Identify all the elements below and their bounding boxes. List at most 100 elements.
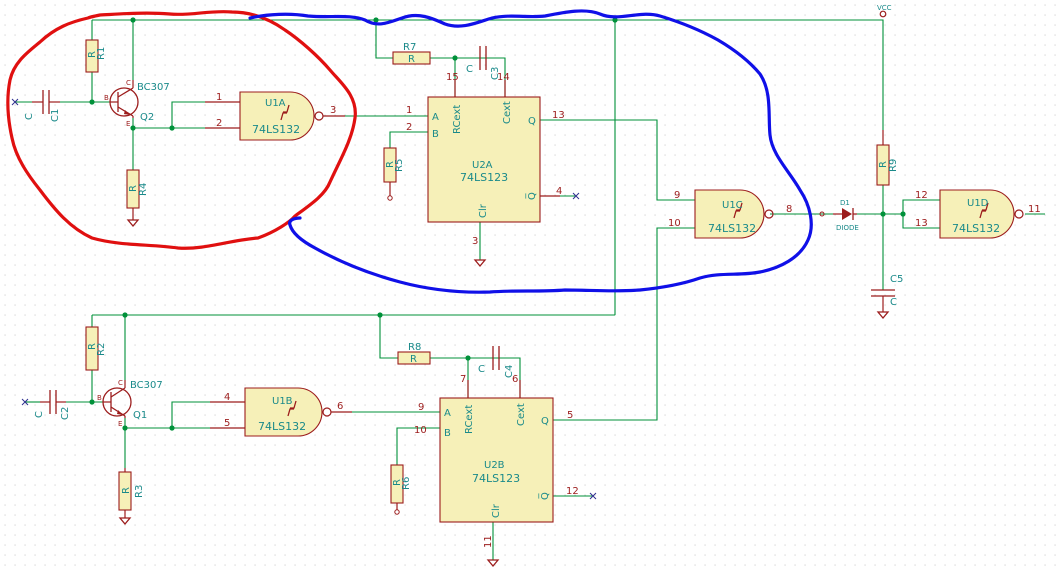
svg-text:B: B xyxy=(104,94,109,102)
svg-text:5: 5 xyxy=(567,410,573,421)
svg-text:Clr: Clr xyxy=(491,503,502,518)
svg-text:Cext: Cext xyxy=(502,101,513,124)
u1d-ref: U1D xyxy=(967,198,989,209)
u2a-ref: U2A xyxy=(472,160,493,171)
r6-ref: R6 xyxy=(401,477,412,490)
resistor-r6[interactable]: R6 R xyxy=(390,464,412,515)
capacitor-c4[interactable]: C C4 xyxy=(478,346,515,378)
capacitor-c1[interactable]: C C1 xyxy=(24,90,61,122)
transistor-q1[interactable]: BC307 Q1 B C E xyxy=(97,379,163,428)
c4-ref: C4 xyxy=(504,365,515,378)
svg-text:11: 11 xyxy=(1028,204,1041,215)
gate-u1c[interactable]: U1C 74LS132 9 10 8 xyxy=(668,189,792,239)
capacitor-c5[interactable]: C5 C xyxy=(871,274,903,312)
vcc-symbol[interactable]: VCC xyxy=(877,4,892,18)
blue-annotation-outline xyxy=(248,9,813,294)
svg-text:14: 14 xyxy=(497,72,510,83)
ic-u2b[interactable]: U2B 74LS123 A B Q Q̅ Clr RCext Cext 9 10… xyxy=(414,374,579,548)
ic-u2a[interactable]: U2A 74LS123 A B Q Q̅ Clr RCext Cext 1 2 … xyxy=(406,72,565,247)
gate-u1d[interactable]: U1D 74LS132 12 13 11 xyxy=(915,189,1041,239)
svg-text:B: B xyxy=(432,129,439,140)
svg-text:12: 12 xyxy=(566,486,579,497)
d1-ref: D1 xyxy=(840,199,850,207)
q2-value: BC307 xyxy=(137,82,170,93)
r2-ref: R2 xyxy=(96,343,107,356)
svg-text:9: 9 xyxy=(674,190,680,201)
c3-ref: C3 xyxy=(490,67,501,80)
transistor-q2[interactable]: BC307 Q2 B C E xyxy=(104,79,170,128)
u1d-value: 74LS132 xyxy=(952,222,1000,235)
svg-text:RCext: RCext xyxy=(452,105,463,134)
c3-value: C xyxy=(466,64,473,75)
r8-value: R xyxy=(410,354,417,365)
resistor-r2[interactable]: R2 R xyxy=(85,326,107,371)
c2-value: C xyxy=(34,411,45,418)
svg-text:2: 2 xyxy=(216,118,222,129)
ground-symbols xyxy=(118,219,890,568)
svg-text:Q: Q xyxy=(528,116,536,127)
q1-ref: Q1 xyxy=(133,410,147,421)
gate-u1a[interactable]: U1A 74LS132 1 2 3 xyxy=(205,91,345,141)
svg-text:13: 13 xyxy=(552,110,565,121)
svg-text:4: 4 xyxy=(556,186,562,197)
gate-u1b[interactable]: U1B 74LS132 4 5 6 xyxy=(210,387,352,437)
r6-value: R xyxy=(392,479,403,486)
svg-text:13: 13 xyxy=(915,218,928,229)
c5-value: C xyxy=(890,297,897,308)
q1-value: BC307 xyxy=(130,380,163,391)
r7-ref: R7 xyxy=(403,42,416,53)
svg-text:11: 11 xyxy=(483,535,494,548)
r1-value: R xyxy=(87,51,98,58)
svg-text:8: 8 xyxy=(786,204,792,215)
svg-text:Clr: Clr xyxy=(478,203,489,218)
svg-text:2: 2 xyxy=(406,122,412,133)
c1-value: C xyxy=(24,113,35,120)
svg-text:Q: Q xyxy=(541,416,549,427)
capacitor-c2[interactable]: C C2 xyxy=(34,390,71,420)
resistor-r8[interactable]: R8 R xyxy=(397,342,431,365)
u2b-value: 74LS123 xyxy=(472,472,520,485)
r3-value: R xyxy=(121,487,132,494)
svg-text:Q̅: Q̅ xyxy=(525,192,538,200)
resistor-r4[interactable]: R4 R xyxy=(126,169,149,220)
svg-text:B: B xyxy=(97,394,102,402)
svg-text:1: 1 xyxy=(406,105,412,116)
r5-value: R xyxy=(385,161,396,168)
svg-text:4: 4 xyxy=(224,392,230,403)
r3-ref: R3 xyxy=(134,485,145,498)
svg-text:3: 3 xyxy=(330,105,336,116)
r1-ref: R1 xyxy=(96,47,107,60)
diode-d1[interactable]: D1 DIODE xyxy=(819,199,859,232)
resistor-r5[interactable]: R5 R xyxy=(383,147,405,201)
u1a-ref: U1A xyxy=(265,98,286,109)
c2-ref: C2 xyxy=(60,407,71,420)
resistor-r1[interactable]: R1 R xyxy=(85,39,107,73)
c5-ref: C5 xyxy=(890,274,903,285)
svg-text:1: 1 xyxy=(216,92,222,103)
junctions xyxy=(89,17,906,431)
r7-value: R xyxy=(408,54,415,65)
resistor-r9[interactable]: R9 R xyxy=(876,130,899,186)
r4-ref: R4 xyxy=(138,183,149,196)
r5-ref: R5 xyxy=(394,159,405,172)
svg-text:6: 6 xyxy=(512,374,518,385)
svg-text:B: B xyxy=(444,428,451,439)
d1-value: DIODE xyxy=(836,224,859,232)
svg-text:A: A xyxy=(444,408,451,419)
r2-value: R xyxy=(87,343,98,350)
resistor-r3[interactable]: R3 R xyxy=(118,468,145,518)
resistor-r7[interactable]: R7 R xyxy=(392,42,431,65)
svg-text:E: E xyxy=(118,420,122,428)
u1c-ref: U1C xyxy=(722,200,743,211)
vcc-label: VCC xyxy=(877,4,892,12)
no-connect-marks xyxy=(11,98,597,500)
svg-text:12: 12 xyxy=(915,190,928,201)
svg-text:9: 9 xyxy=(418,402,424,413)
capacitor-c3[interactable]: C C3 xyxy=(466,46,501,80)
u1c-value: 74LS132 xyxy=(708,222,756,235)
svg-text:C: C xyxy=(126,79,131,87)
u2a-value: 74LS123 xyxy=(460,171,508,184)
r8-ref: R8 xyxy=(408,342,421,353)
svg-text:6: 6 xyxy=(337,401,343,412)
